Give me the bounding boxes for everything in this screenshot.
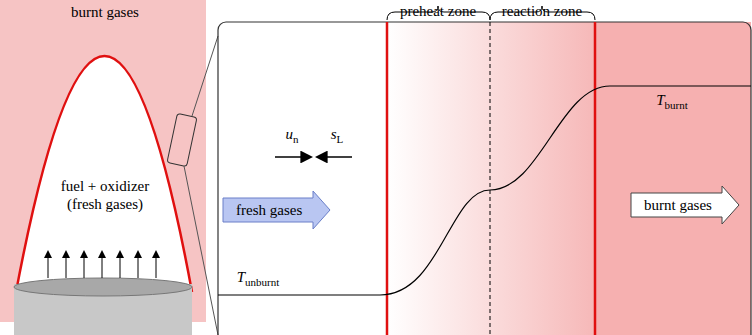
temperature-label: Tburnt	[656, 92, 688, 111]
region-label: fuel + oxidizer	[61, 178, 149, 195]
speed-label: sL	[331, 126, 344, 145]
flow-arrow-box: burnt gases	[630, 185, 740, 225]
front-line	[386, 22, 389, 335]
front-line	[594, 22, 597, 335]
speed-arrow	[318, 156, 352, 158]
region-label: (fresh gases)	[67, 196, 143, 213]
burner-top	[14, 278, 192, 296]
velocity-label: un	[286, 126, 299, 145]
zone-divider	[490, 22, 491, 335]
flow-arrows	[48, 252, 156, 278]
zoom-line	[192, 36, 218, 116]
temperature-curve	[218, 86, 751, 295]
zoom-line	[184, 166, 218, 335]
zoom-box	[167, 113, 197, 166]
flow-arrow-box: fresh gases	[222, 190, 331, 230]
velocity-arrow	[275, 156, 310, 158]
arrow-text: fresh gases	[236, 202, 302, 219]
arrow-text: burnt gases	[644, 197, 712, 214]
flame-front	[16, 56, 192, 292]
preheat-shade	[387, 22, 595, 335]
temperature-label: Tunburnt	[237, 269, 280, 288]
fresh-region	[16, 56, 192, 292]
zone-label: preheat zone	[400, 3, 476, 20]
zone-label: reaction zone	[502, 3, 582, 20]
zoom-panel	[218, 22, 751, 335]
burnt-region	[0, 0, 206, 322]
burnt-shade	[595, 22, 751, 335]
region-label: burnt gases	[71, 4, 139, 21]
